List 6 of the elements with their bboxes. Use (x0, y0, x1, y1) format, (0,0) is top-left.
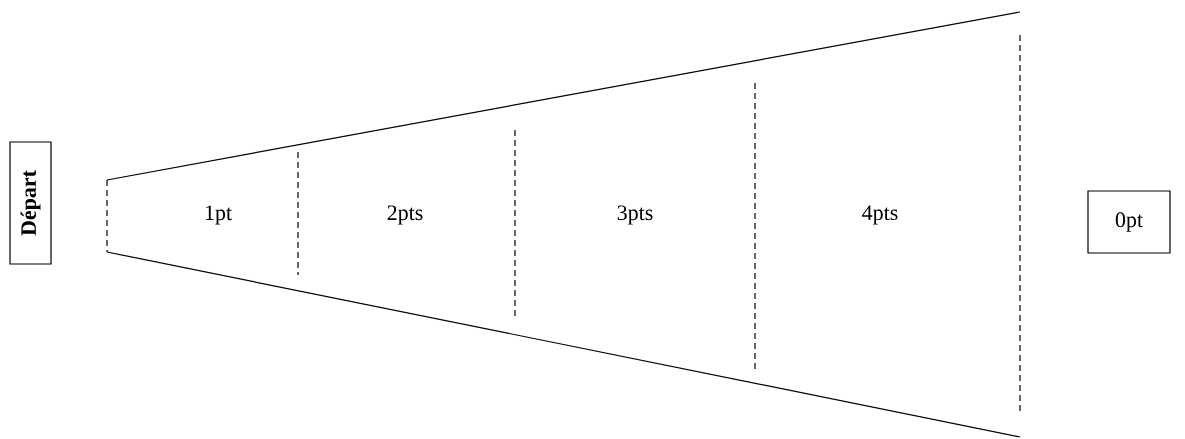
zone-label: 4pts (862, 205, 898, 225)
label-box: 0pt (1087, 190, 1171, 254)
zone-label: 3pts (617, 205, 653, 225)
zone-label: 1pt (205, 205, 232, 225)
label-box: Départ (9, 141, 52, 265)
zone-label: 2pts (387, 205, 423, 225)
